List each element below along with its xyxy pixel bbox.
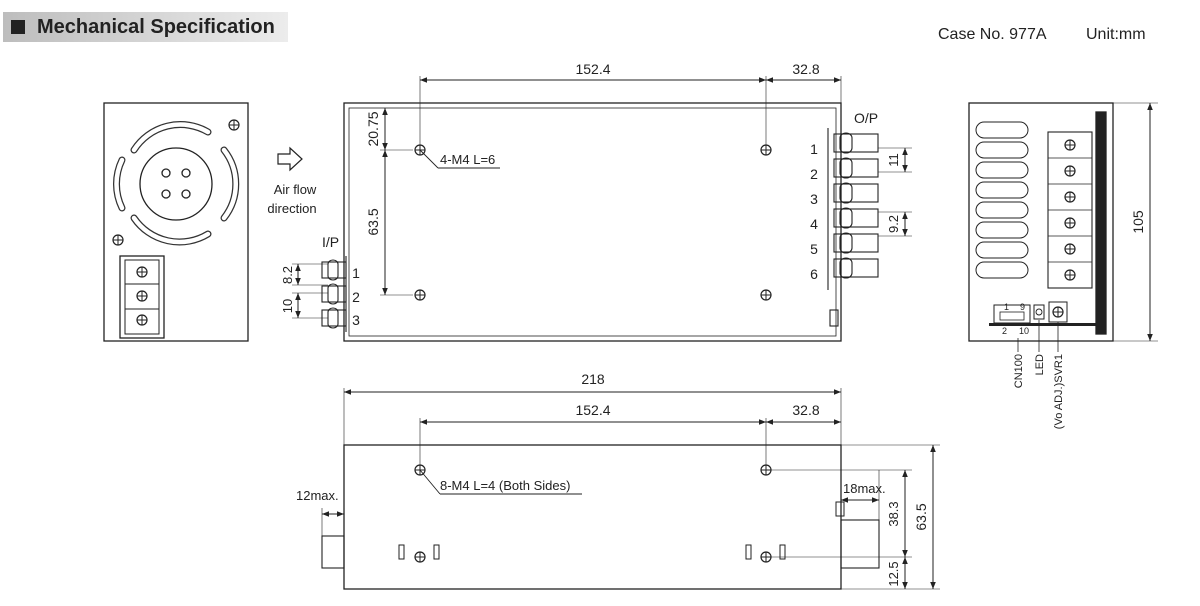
dim-label: 12.5: [886, 561, 901, 586]
terminal-screw-icon: [1064, 269, 1076, 281]
input-terminal-side: [321, 535, 345, 569]
vent-slot: [975, 261, 1029, 279]
dim-label: 8.2: [280, 266, 295, 284]
top-chassis-outline: [343, 102, 842, 342]
pin-label: 3: [352, 312, 360, 328]
section-header-bar: Mechanical Specification: [3, 12, 288, 42]
dim-label: 11: [886, 153, 901, 167]
vent-slot: [975, 181, 1029, 199]
case-number: Case No. 977A: [938, 26, 1047, 43]
vent-slot: [975, 221, 1029, 239]
pin-label: 3: [810, 191, 818, 207]
side-view: [968, 102, 1158, 352]
mount-screw-icon: [760, 144, 772, 156]
mount-slot: [398, 544, 405, 560]
mount-screw-icon: [760, 551, 772, 563]
fan-hole: [181, 168, 191, 178]
vent-slot: [975, 201, 1029, 219]
led-label: LED: [1034, 354, 1046, 375]
ip-pin-labels: 1 2 3: [352, 265, 360, 328]
input-terminals: [321, 256, 347, 332]
mount-screw-icon: [760, 464, 772, 476]
terminal-screw-icon: [136, 266, 148, 278]
fan-hole: [161, 189, 171, 199]
side-panel: [968, 102, 1114, 342]
cn-pin-label: 2: [1002, 326, 1007, 336]
mount-screw-icon: [414, 144, 426, 156]
op-pin-labels: 1 2 3 4 5 6: [810, 141, 818, 282]
ip-label: I/P: [322, 234, 339, 250]
fan-hole: [181, 189, 191, 199]
airflow-label: Air flow: [274, 182, 317, 197]
terminal-screw-icon: [136, 290, 148, 302]
dim-label: 32.8: [792, 61, 819, 77]
op-label: O/P: [854, 110, 878, 126]
front-view: [103, 102, 249, 342]
terminal-screw-icon: [136, 314, 148, 326]
front-panel: [103, 102, 249, 342]
mount-screw-icon: [760, 289, 772, 301]
cn-pin-label: 10: [1019, 326, 1029, 336]
mount-screw-icon: [414, 289, 426, 301]
bottom-view: [321, 388, 940, 590]
dim-label: 18max.: [843, 481, 886, 496]
svr1-label: (Vo ADJ.)SVR1: [1053, 354, 1065, 429]
dim-label: 105: [1130, 210, 1146, 234]
pin-label: 1: [810, 141, 818, 157]
dim-label: 63.5: [365, 208, 381, 235]
screw-note: 4-M4 L=6: [440, 152, 495, 167]
pin-label: 1: [352, 265, 360, 281]
top-view: [292, 76, 912, 342]
dim-label: 10: [280, 299, 295, 313]
mount-slot: [745, 544, 752, 560]
vent-slot: [975, 161, 1029, 179]
mount-slot: [779, 544, 786, 560]
mount-screw-icon: [414, 551, 426, 563]
fan-inner-ring: [139, 147, 213, 221]
potentiometer-icon: [1052, 306, 1064, 318]
dim-label: 38.3: [886, 501, 901, 526]
vent-slot: [975, 121, 1029, 139]
fan-hole: [161, 168, 171, 178]
output-terminals: [827, 128, 879, 327]
led-indicator: [1033, 304, 1045, 320]
dim-label: 152.4: [575, 61, 610, 77]
terminal-screw-icon: [1064, 191, 1076, 203]
mount-screw-icon: [228, 119, 240, 131]
pin-label: 2: [352, 289, 360, 305]
pin-label: 6: [810, 266, 818, 282]
vent-slot: [975, 141, 1029, 159]
pin-label: 2: [810, 166, 818, 182]
airflow-label: direction: [267, 201, 316, 216]
cn-pin-label: 9: [1020, 302, 1025, 312]
input-terminal-block: [119, 255, 165, 339]
dim-label: 63.5: [913, 503, 929, 530]
terminal-screw-icon: [1064, 217, 1076, 229]
screw-note: 8-M4 L=4 (Both Sides): [440, 478, 570, 493]
page-title: Mechanical Specification: [37, 16, 275, 38]
cn100-label: CN100: [1013, 354, 1025, 388]
dim-label: 12max.: [296, 488, 339, 503]
pin-label: 4: [810, 216, 818, 232]
dim-label: 152.4: [575, 402, 610, 418]
dim-label: 9.2: [886, 215, 901, 233]
output-terminal-side: [840, 519, 880, 569]
mount-screw-icon: [414, 464, 426, 476]
mount-screw-icon: [112, 234, 124, 246]
mount-slot: [433, 544, 440, 560]
terminal-screw-icon: [1064, 139, 1076, 151]
terminal-screw-icon: [1064, 243, 1076, 255]
vent-slot: [975, 241, 1029, 259]
terminal-screw-icon: [1064, 165, 1076, 177]
dim-label: 218: [581, 371, 605, 387]
header-square-icon: [11, 20, 25, 34]
pin-label: 5: [810, 241, 818, 257]
dim-label: 20.75: [365, 111, 381, 146]
dim-label: 32.8: [792, 402, 819, 418]
airflow-arrow-icon: [277, 146, 303, 172]
unit-label: Unit:mm: [1086, 26, 1146, 43]
side-heatsink-bar: [1095, 111, 1107, 335]
cn-pin-label: 1: [1004, 302, 1009, 312]
